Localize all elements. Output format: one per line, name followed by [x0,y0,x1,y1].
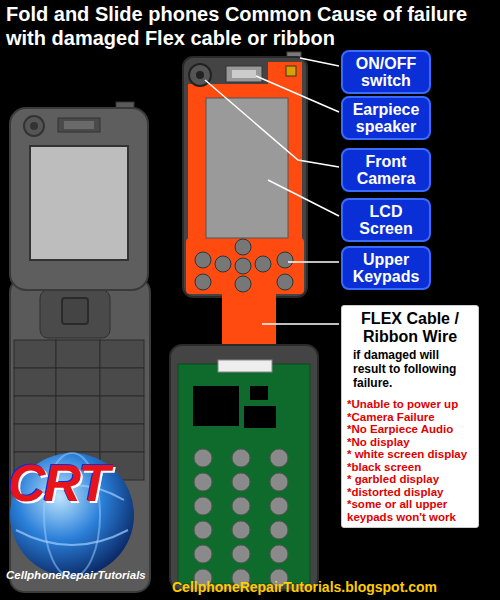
failure-item: *No Earpiece Audio [347,423,473,436]
part-label-box: Earpiece speaker [341,96,431,140]
part-label-box: Upper Keypads [341,246,431,290]
failure-item: *black screen [347,461,473,474]
website-url: CellphoneRepairTutorials.blogspot.com [172,579,437,596]
failure-item: *No display [347,436,473,449]
part-label-box: LCD Screen [341,198,431,242]
failure-item: *some or all upper keypads won't work [347,498,473,523]
note-heading: FLEX Cable / Ribbon Wire [347,310,473,346]
logo-letters: CRT [8,455,108,511]
part-label-box: Front Camera [341,148,431,192]
title: Fold and Slide phones Common Cause of fa… [6,2,496,50]
part-name: Front Camera [349,153,423,187]
part-name: Earpiece speaker [349,101,423,135]
failure-item: *Camera Failure [347,411,473,424]
part-name: ON/OFF switch [349,55,423,89]
part-name: Upper Keypads [349,251,423,285]
part-label-box: ON/OFF switch [341,50,431,94]
failure-item: * garbled display [347,473,473,486]
failure-item: *Unable to power up [347,398,473,411]
note-intro: if damaged will result to following fail… [353,348,473,390]
part-name: LCD Screen [349,203,423,237]
logo-text: CellphoneRepairTutorials [6,568,146,582]
failure-item: * white screen display [347,448,473,461]
failure-item: *distorted display [347,486,473,499]
failure-note-box: FLEX Cable / Ribbon Wireif damaged will … [341,305,479,528]
